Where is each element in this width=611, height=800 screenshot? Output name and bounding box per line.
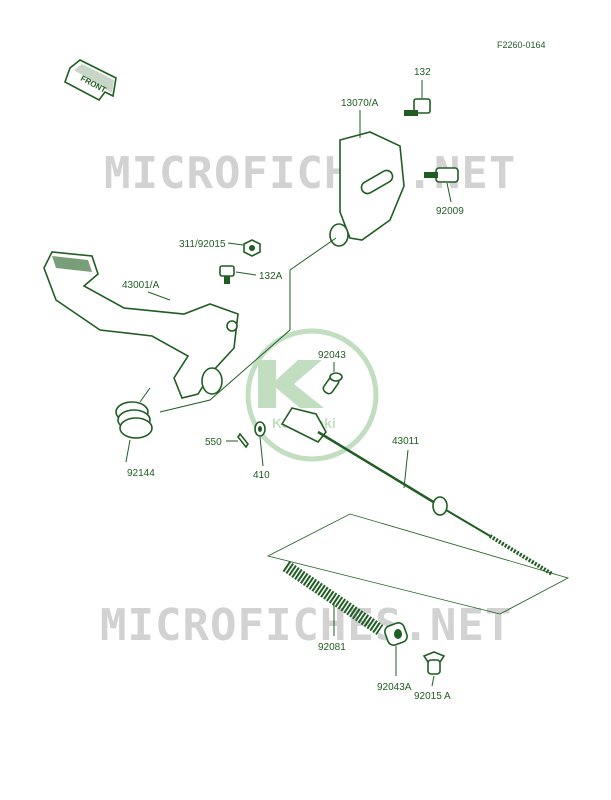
pin-92043 bbox=[322, 362, 343, 395]
label-92043a: 92043A bbox=[377, 682, 412, 693]
brake-pedal-43001a bbox=[43, 251, 239, 399]
nut-311-92015 bbox=[227, 239, 261, 257]
spring-92144 bbox=[115, 387, 153, 463]
label-132: 132 bbox=[414, 67, 431, 78]
adjuster-92043a bbox=[384, 622, 408, 676]
wing-nut-92015a bbox=[422, 651, 446, 687]
cotter-pin-550 bbox=[226, 432, 249, 449]
label-311-92015: 311/92015 bbox=[179, 239, 226, 250]
label-92009: 92009 bbox=[436, 206, 464, 217]
figure-code: F2260-0164 bbox=[497, 40, 546, 50]
assembly-outline-box bbox=[266, 513, 570, 615]
label-43011: 43011 bbox=[392, 436, 420, 447]
label-92043: 92043 bbox=[318, 350, 346, 361]
label-132a: 132A bbox=[259, 271, 283, 282]
watermark-bottom: MICROFICHES.NET bbox=[100, 600, 512, 651]
spring-92081 bbox=[282, 561, 384, 636]
front-arrow-icon: FRONT bbox=[64, 59, 117, 102]
bracket-13070a bbox=[329, 110, 405, 247]
bolt-132 bbox=[404, 80, 431, 116]
bolt-132a bbox=[219, 265, 257, 284]
label-92015a: 92015 A bbox=[414, 691, 451, 702]
bolt-92009 bbox=[424, 167, 459, 203]
brake-rod-43011 bbox=[280, 407, 554, 576]
leader-line-bracket bbox=[289, 237, 337, 271]
label-410: 410 bbox=[253, 470, 270, 481]
label-13070a: 13070/A bbox=[341, 98, 379, 109]
leader-line-pivot bbox=[159, 270, 291, 413]
washer-410 bbox=[254, 421, 266, 467]
label-43001a: 43001/A bbox=[122, 280, 160, 291]
label-550: 550 bbox=[205, 437, 222, 448]
label-92144: 92144 bbox=[127, 468, 155, 479]
label-92081: 92081 bbox=[318, 642, 346, 653]
